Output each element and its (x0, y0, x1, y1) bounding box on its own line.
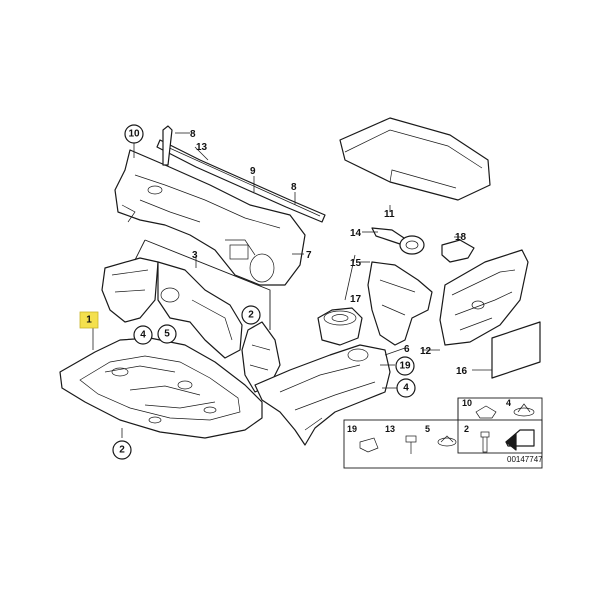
svg-text:19: 19 (399, 361, 411, 372)
svg-text:2: 2 (119, 445, 125, 456)
svg-text:5: 5 (425, 424, 430, 434)
part-3-side-insulation-group (101, 239, 281, 393)
svg-text:4: 4 (140, 330, 146, 341)
svg-text:17: 17 (350, 294, 362, 305)
svg-text:13: 13 (385, 424, 395, 434)
svg-text:7: 7 (306, 250, 312, 261)
callout-8-top: 8 (190, 129, 196, 140)
callout-13: 13 (196, 142, 208, 153)
svg-text:5: 5 (164, 329, 170, 340)
svg-text:8: 8 (291, 182, 297, 193)
svg-text:6: 6 (404, 344, 410, 355)
callout-17: 17 (350, 294, 362, 305)
hardware-box (343, 397, 543, 469)
part-2-underbody-insulation (59, 337, 263, 439)
callout-10: 10 (124, 124, 144, 144)
part-8-seal-strip (162, 125, 173, 166)
callout-4-left: 4 (133, 325, 153, 345)
svg-text:2: 2 (464, 424, 469, 434)
callout-6: 6 (404, 344, 410, 355)
callout-1-highlight (79, 311, 99, 329)
svg-text:8: 8 (190, 129, 196, 140)
leader-lines (92, 132, 492, 438)
callout-15: 15 (350, 258, 362, 269)
svg-text:19: 19 (347, 424, 357, 434)
svg-text:4: 4 (403, 383, 409, 394)
svg-text:18: 18 (455, 232, 467, 243)
callout-2: 2 (112, 440, 132, 460)
part-15-inner-panel (367, 261, 433, 346)
svg-text:00147747: 00147747 (507, 455, 543, 464)
svg-text:10: 10 (462, 398, 472, 408)
svg-text:1: 1 (86, 315, 92, 326)
diagram-id: 00147747 (507, 455, 543, 464)
svg-text:15: 15 (350, 258, 362, 269)
callout-3: 3 (192, 250, 198, 261)
hardware-box-labels: 10 4 19 13 5 2 (347, 398, 511, 434)
part-14-grommet (371, 227, 425, 255)
svg-text:11: 11 (384, 209, 395, 220)
svg-text:2: 2 (248, 310, 254, 321)
callout-19: 19 (395, 356, 415, 376)
svg-text:16: 16 (456, 366, 468, 377)
callout-11: 11 (384, 209, 395, 220)
svg-text:9: 9 (250, 166, 256, 177)
callout-16: 16 (456, 366, 468, 377)
svg-text:12: 12 (420, 346, 432, 357)
callout-12: 12 (420, 346, 432, 357)
callout-1: 1 (79, 311, 99, 329)
svg-text:13: 13 (196, 142, 208, 153)
part-9-seal-strip (156, 139, 326, 223)
svg-text:3: 3 (192, 250, 198, 261)
callout-5: 5 (157, 324, 177, 344)
svg-text:4: 4 (506, 398, 511, 408)
svg-text:14: 14 (350, 228, 362, 239)
callout-8-right: 8 (291, 182, 297, 193)
part-16-damping-sheet (491, 321, 541, 379)
part-12-trunk-side-panel (439, 249, 529, 346)
part-4-wheelarch-insulation (254, 344, 391, 446)
callout-18: 18 (455, 232, 467, 243)
callout-14: 14 (350, 228, 362, 239)
svg-text:10: 10 (128, 129, 140, 140)
part-18-pad (441, 239, 475, 263)
callout-9: 9 (250, 166, 256, 177)
part-11-trunk-shelf (339, 117, 491, 201)
callout-7: 7 (306, 250, 312, 261)
callout-4-right: 4 (396, 378, 416, 398)
callout-2-small: 2 (241, 305, 261, 325)
part-17-insulation-cup (317, 307, 363, 346)
part-10-bulkhead-insulation (114, 149, 306, 286)
